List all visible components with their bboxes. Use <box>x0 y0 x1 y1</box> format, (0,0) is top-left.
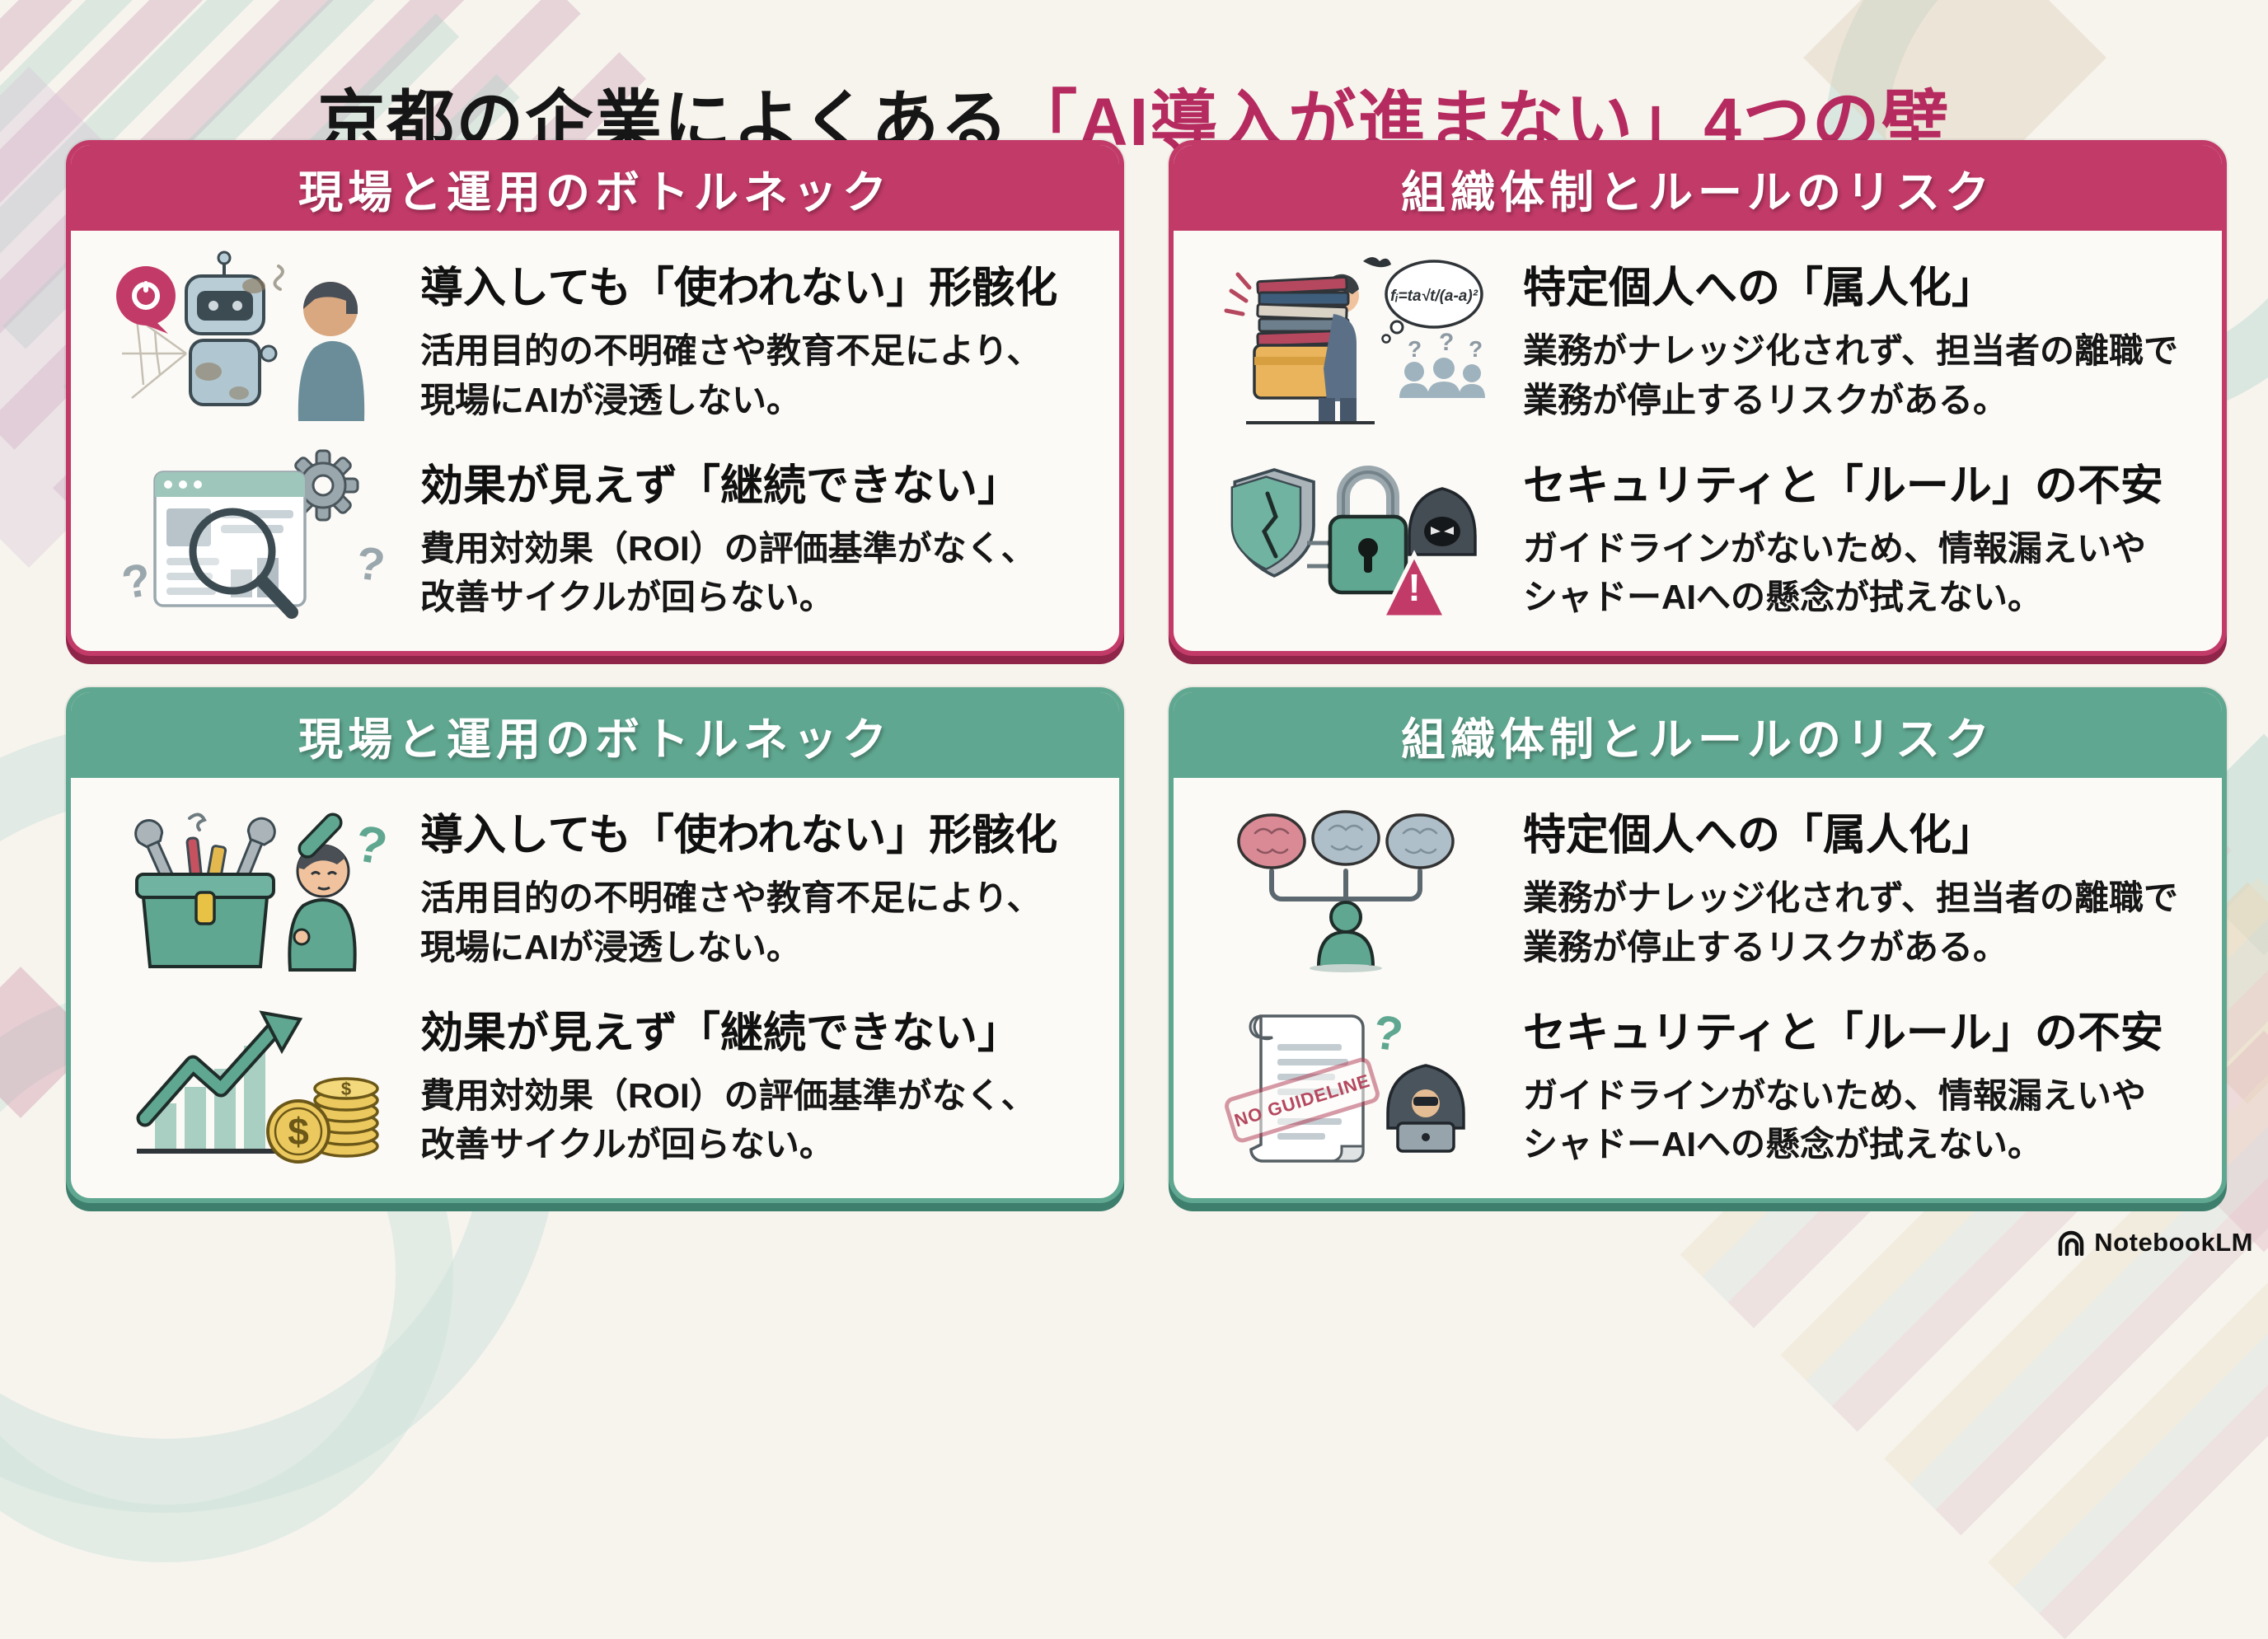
item-line1: 業務がナレッジ化されず、担当者の離職で <box>1523 878 2179 918</box>
item-line1: ガイドラインがないため、情報漏えいや <box>1523 1075 2147 1115</box>
card-header: 組織体制とルールのリスク <box>1174 692 2222 778</box>
item-title: セキュリティと「ルール」の不安 <box>1523 461 2163 510</box>
item-line1: 活用目的の不明確さや教育不足により、 <box>420 331 1042 371</box>
abandoned-robot-icon <box>107 248 396 429</box>
item-line1: 費用対効果（ROI）の評価基準がなく、 <box>420 528 1036 568</box>
svg-text:?: ? <box>1370 1004 1406 1061</box>
item-title: 導入しても「使われない」形骸化 <box>420 812 1058 860</box>
card-header: 現場と運用のボトルネック <box>71 145 1119 231</box>
item-line2: 現場にAIが浸透しない。 <box>420 380 802 419</box>
item-line2: 改善サイクルが回らない。 <box>420 578 834 617</box>
item-line2: 改善サイクルが回らない。 <box>420 1125 834 1164</box>
brand-name: NotebookLM <box>2094 1228 2253 1257</box>
notebooklm-icon <box>2059 1230 2084 1256</box>
card-field-operations-teal: 現場と運用のボトルネック <box>66 687 1124 1203</box>
item-title: セキュリティと「ルール」の不安 <box>1523 1009 2163 1057</box>
svg-text:?: ? <box>351 815 391 877</box>
item-text: 効果が見えず「継続できない」 費用対効果（ROI）の評価基準がなく、 改善サイク… <box>420 451 1036 622</box>
roi-analysis-icon: ? ? <box>107 446 396 627</box>
item-line2: 業務が停止するリスクがある。 <box>1523 927 2008 967</box>
item-line1: 費用対効果（ROI）の評価基準がなく、 <box>420 1075 1036 1115</box>
item-line1: 業務がナレッジ化されず、担当者の離職で <box>1523 331 2179 371</box>
security-risk-icon: ! <box>1210 446 1498 627</box>
item-row: fᵢ=ta√t/(a-a)² ? ? ? 特定個人への「属人化」 業務がナレッジ… <box>1210 245 2205 433</box>
svg-text:?: ? <box>1408 336 1422 362</box>
item-line2: シャドーAIへの懸念が拭えない。 <box>1523 1125 2043 1164</box>
item-text: 導入しても「使われない」形骸化 活用目的の不明確さや教育不足により、 現場にAI… <box>420 800 1057 972</box>
svg-text:?: ? <box>353 536 388 591</box>
svg-text:!: ! <box>1408 566 1420 609</box>
card-organization-rules-teal: 組織体制とルールのリスク <box>1169 687 2227 1203</box>
item-title: 効果が見えず「継続できない」 <box>420 461 1021 510</box>
knowledge-hoarding-icon: fᵢ=ta√t/(a-a)² ? ? ? <box>1210 248 1498 429</box>
item-text: 特定個人への「属人化」 業務がナレッジ化されず、担当者の離職で 業務が停止するリ… <box>1523 253 2178 424</box>
item-line2: 業務が停止するリスクがある。 <box>1523 380 2008 419</box>
item-title: 導入しても「使われない」形骸化 <box>420 265 1058 313</box>
card-organization-rules-crimson: 組織体制とルールのリスク <box>1169 140 2227 656</box>
card-header: 組織体制とルールのリスク <box>1174 145 2222 231</box>
item-text: セキュリティと「ルール」の不安 ガイドラインがないため、情報漏えいや シャドーA… <box>1523 998 2163 1169</box>
card-field-operations-crimson: 現場と運用のボトルネック <box>66 140 1124 656</box>
brain-dependency-icon <box>1210 795 1498 976</box>
brand-logo: NotebookLM <box>2056 1228 2253 1257</box>
item-row: NO GUIDELINE ? セキュリティと「ルール」の不安 ガイドラインがない… <box>1210 990 2205 1178</box>
item-text: 効果が見えず「継続できない」 費用対効果（ROI）の評価基準がなく、 改善サイク… <box>420 998 1036 1169</box>
svg-text:?: ? <box>1469 336 1483 362</box>
svg-text:?: ? <box>1439 329 1454 356</box>
svg-text:fᵢ=ta√t/(a-a)²: fᵢ=ta√t/(a-a)² <box>1390 288 1478 305</box>
item-row: ? 導入しても「使われない」形骸化 活用目的の不明確さや教育不足により、 現場に… <box>107 792 1103 980</box>
card-header: 現場と運用のボトルネック <box>71 692 1119 778</box>
item-row: 特定個人への「属人化」 業務がナレッジ化されず、担当者の離職で 業務が停止するリ… <box>1210 792 2205 980</box>
item-title: 特定個人への「属人化」 <box>1523 265 1995 313</box>
svg-text:$: $ <box>288 1110 309 1153</box>
item-row: ? ? 効果が見えず「継続できない」 費用対効果（ROI）の評価基準がなく、 改… <box>107 443 1103 630</box>
card-body: ? 導入しても「使われない」形骸化 活用目的の不明確さや教育不足により、 現場に… <box>71 778 1119 1198</box>
growth-coins-icon: $ $ <box>107 993 396 1174</box>
card-body: 特定個人への「属人化」 業務がナレッジ化されず、担当者の離職で 業務が停止するリ… <box>1174 778 2222 1198</box>
card-body: 導入しても「使われない」形骸化 活用目的の不明確さや教育不足により、 現場にAI… <box>71 231 1119 651</box>
card-body: fᵢ=ta√t/(a-a)² ? ? ? 特定個人への「属人化」 業務がナレッジ… <box>1174 231 2222 651</box>
item-title: 特定個人への「属人化」 <box>1523 812 1995 860</box>
svg-text:?: ? <box>118 552 155 608</box>
item-text: 特定個人への「属人化」 業務がナレッジ化されず、担当者の離職で 業務が停止するリ… <box>1523 800 2178 972</box>
item-text: 導入しても「使われない」形骸化 活用目的の不明確さや教育不足により、 現場にAI… <box>420 253 1057 424</box>
no-guideline-hacker-icon: NO GUIDELINE ? <box>1210 993 1498 1174</box>
item-line1: 活用目的の不明確さや教育不足により、 <box>420 878 1042 918</box>
item-line2: シャドーAIへの懸念が拭えない。 <box>1523 578 2043 617</box>
item-title: 効果が見えず「継続できない」 <box>420 1009 1021 1057</box>
item-line2: 現場にAIが浸透しない。 <box>420 927 802 967</box>
item-row: $ $ 効果が見えず「継続できない」 費用対効果（ROI）の評価基準がなく、 改… <box>107 990 1103 1178</box>
item-text: セキュリティと「ルール」の不安 ガイドラインがないため、情報漏えいや シャドーA… <box>1523 451 2163 622</box>
item-row: ! セキュリティと「ルール」の不安 ガイドラインがないため、情報漏えいや シャド… <box>1210 443 2205 630</box>
toolbox-confusion-icon: ? <box>107 795 396 976</box>
item-line1: ガイドラインがないため、情報漏えいや <box>1523 528 2147 568</box>
svg-text:$: $ <box>341 1079 351 1099</box>
item-row: 導入しても「使われない」形骸化 活用目的の不明確さや教育不足により、 現場にAI… <box>107 245 1103 433</box>
